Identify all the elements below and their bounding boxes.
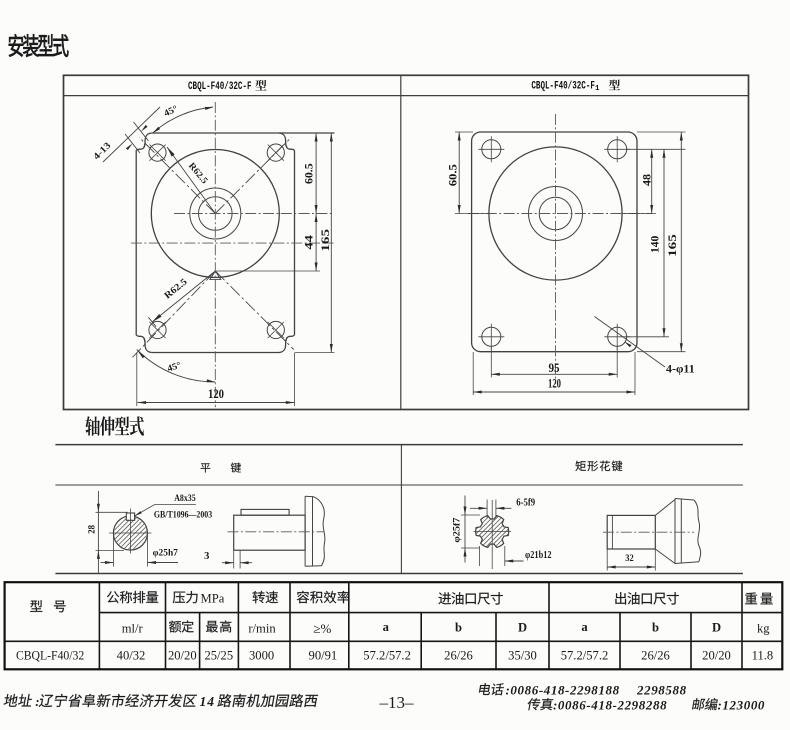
svg-text:2298588: 2298588 bbox=[636, 683, 687, 698]
svg-text::0086-418-2298288: :0086-418-2298288 bbox=[553, 698, 667, 713]
svg-text:57.2/57.2: 57.2/57.2 bbox=[561, 648, 609, 662]
svg-text:CBQL-F40/32C-F: CBQL-F40/32C-F bbox=[531, 81, 595, 93]
svg-text:20/20: 20/20 bbox=[168, 648, 197, 662]
svg-text::0086-418-2298188: :0086-418-2298188 bbox=[506, 683, 620, 698]
svg-text:CBQL-F40/32: CBQL-F40/32 bbox=[16, 648, 84, 662]
svg-text:40/32: 40/32 bbox=[117, 648, 146, 662]
svg-text:CBQL-F40/32C-F: CBQL-F40/32C-F bbox=[188, 81, 252, 93]
svg-text:kg: kg bbox=[757, 621, 770, 635]
svg-text:11.8: 11.8 bbox=[752, 648, 774, 662]
svg-text:ml/r: ml/r bbox=[122, 621, 144, 635]
svg-text:45°: 45° bbox=[166, 360, 183, 375]
svg-text:90/91: 90/91 bbox=[309, 648, 338, 662]
svg-text:φ25f7: φ25f7 bbox=[452, 517, 462, 542]
svg-text:MPa: MPa bbox=[201, 592, 225, 606]
svg-text:44: 44 bbox=[302, 235, 316, 249]
svg-text:35/30: 35/30 bbox=[508, 648, 537, 662]
svg-text:≥%: ≥% bbox=[313, 621, 331, 636]
svg-text:48: 48 bbox=[640, 174, 654, 186]
svg-text:1: 1 bbox=[595, 85, 600, 93]
svg-text:6-5f9: 6-5f9 bbox=[516, 497, 535, 508]
svg-text:4-φ11: 4-φ11 bbox=[666, 362, 695, 376]
svg-text:32: 32 bbox=[625, 553, 634, 563]
svg-text:14: 14 bbox=[200, 694, 216, 709]
svg-text:–13–: –13– bbox=[379, 693, 415, 712]
svg-text:25/25: 25/25 bbox=[204, 648, 233, 662]
svg-text:165: 165 bbox=[665, 234, 679, 257]
svg-text:20/20: 20/20 bbox=[702, 648, 731, 662]
svg-text:57.2/57.2: 57.2/57.2 bbox=[363, 648, 411, 662]
svg-text::123000: :123000 bbox=[718, 698, 766, 713]
svg-text:D: D bbox=[712, 621, 721, 635]
svg-text:D: D bbox=[518, 621, 527, 635]
svg-text:60.5: 60.5 bbox=[302, 163, 316, 184]
svg-text::: : bbox=[35, 694, 39, 709]
svg-text:b: b bbox=[652, 621, 659, 635]
svg-text:φ21b12: φ21b12 bbox=[525, 550, 552, 561]
svg-text:95: 95 bbox=[548, 361, 559, 375]
svg-text:60.5: 60.5 bbox=[446, 164, 460, 186]
svg-text:φ25h7: φ25h7 bbox=[153, 548, 179, 558]
svg-text:a: a bbox=[581, 620, 588, 634]
svg-text:A8x35: A8x35 bbox=[174, 494, 196, 504]
svg-text:3000: 3000 bbox=[249, 648, 274, 662]
svg-text:3: 3 bbox=[204, 551, 209, 562]
svg-text:26/26: 26/26 bbox=[641, 648, 670, 662]
svg-text:165: 165 bbox=[318, 229, 332, 252]
svg-text:GB/T1096—2003: GB/T1096—2003 bbox=[154, 510, 213, 520]
svg-text:120: 120 bbox=[208, 387, 224, 401]
svg-text:a: a bbox=[383, 620, 390, 634]
svg-text:28: 28 bbox=[87, 525, 97, 534]
svg-text:b: b bbox=[455, 621, 462, 635]
svg-text:r/min: r/min bbox=[248, 621, 276, 635]
svg-text:140: 140 bbox=[648, 236, 662, 253]
svg-text:26/26: 26/26 bbox=[444, 648, 473, 662]
svg-text:120: 120 bbox=[548, 377, 561, 391]
